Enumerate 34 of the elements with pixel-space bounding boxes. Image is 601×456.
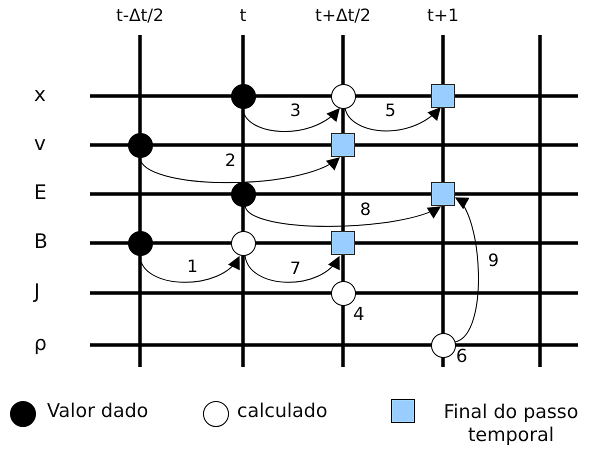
arrow (140, 254, 240, 283)
legend-text: Valor dado (47, 400, 148, 423)
result-square (431, 84, 455, 108)
computed-value-circle (330, 84, 356, 108)
given-value-dot (128, 230, 152, 256)
row-label: B (34, 231, 48, 251)
computed-value-circle (230, 230, 256, 256)
column-header: t+1 (427, 8, 459, 25)
arrow (242, 108, 340, 132)
arrow (140, 156, 340, 184)
row-label: E (34, 182, 47, 202)
column-header: t+Δt/2 (315, 8, 371, 25)
legend-text: Final do passo temporal (442, 401, 580, 447)
given-value-dot (128, 132, 152, 158)
arrow (344, 107, 441, 132)
computed-value-circle (330, 280, 356, 306)
step-number: 6 (456, 348, 468, 366)
row-label: v (34, 133, 46, 153)
arrow (244, 254, 340, 283)
result-square (331, 133, 355, 157)
row-label: J (34, 281, 40, 301)
arrow (454, 197, 479, 342)
column-header: t-Δt/2 (116, 8, 164, 25)
step-number: 4 (353, 306, 364, 324)
given-value-dot (230, 182, 256, 206)
computed-value-circle (430, 332, 456, 358)
row-label: ρ (34, 333, 47, 353)
given-value-dot (230, 84, 256, 108)
result-square (331, 231, 355, 255)
legend-text: calculado (237, 400, 328, 423)
column-header: t (240, 8, 246, 25)
result-square (431, 182, 455, 206)
row-label: x (34, 84, 46, 104)
arrow (244, 206, 442, 227)
